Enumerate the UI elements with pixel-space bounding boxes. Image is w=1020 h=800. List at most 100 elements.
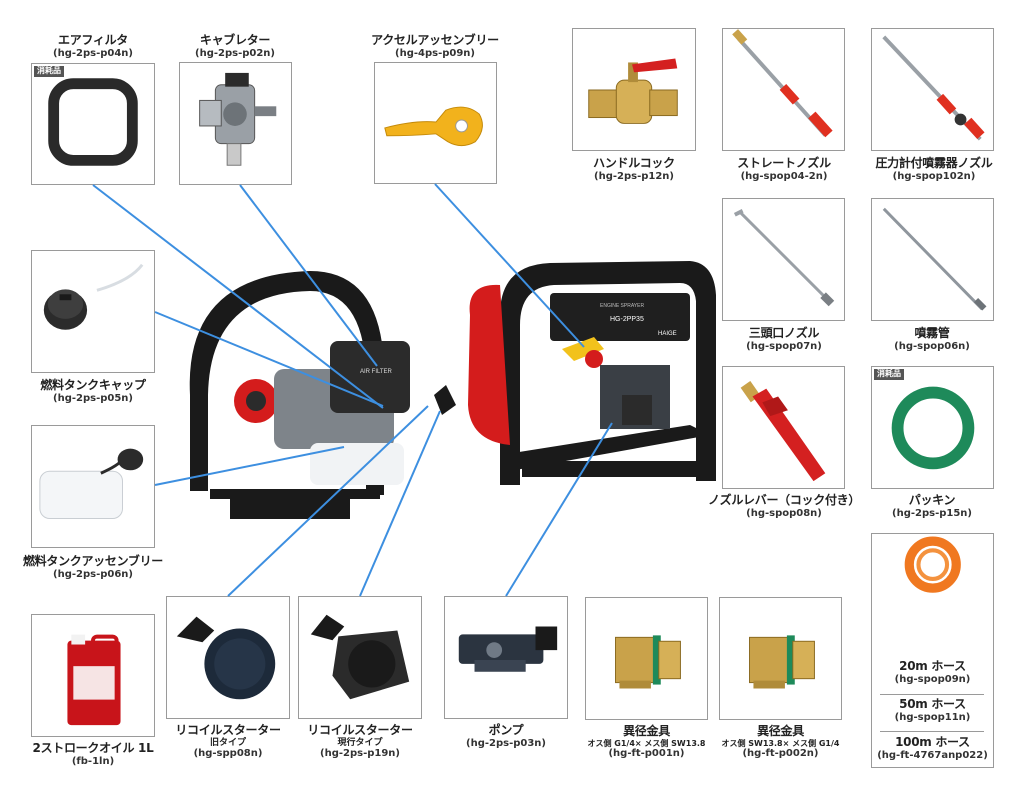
part-name: 三頭口ノズル [748, 326, 820, 340]
hose-name: 100m ホース [895, 735, 970, 749]
part-code: (hg-2ps-p12n) [594, 170, 674, 182]
part-code: (hg-spop08n) [746, 507, 822, 519]
pump-picture [458, 626, 558, 672]
fuel-tank-image[interactable] [31, 425, 155, 548]
part-name: ハンドルコック [593, 156, 675, 170]
part-name: ポンプ [488, 723, 524, 737]
label-adapter-1: 異径金具 オス側 G1/4× メス側 SW13.8 (hg-ft-p001n) [574, 724, 719, 759]
hose-code: (hg-ft-4767anp022) [877, 749, 988, 761]
part-name: 異径金具 [623, 724, 670, 738]
label-fuel-cap: 燃料タンクキャップ (hg-2ps-p05n) [21, 378, 165, 404]
part-name: 燃料タンクアッセンブリー [22, 554, 164, 568]
part-code: (hg-2ps-p15n) [892, 507, 972, 519]
adapter-2-picture [749, 635, 815, 689]
label-pump: ポンプ (hg-2ps-p03n) [436, 723, 576, 749]
air-filter-image[interactable]: 消耗品 [31, 63, 155, 185]
part-code: (fb-1ln) [71, 755, 115, 767]
label-three-nozzle: 三頭口ノズル (hg-spop07n) [714, 326, 854, 352]
label-packing: パッキン (hg-2ps-p15n) [862, 493, 1002, 519]
part-subtitle: 現行タイプ [337, 737, 383, 748]
hose-divider [880, 694, 984, 695]
engine-sprayer-illustration: AIR FILTER HG-2PP35 HAIGE ENGINE SPRAYER [189, 261, 716, 519]
part-name: リコイルスターター [307, 723, 413, 737]
hose-panel[interactable] [871, 533, 994, 768]
air-filter-picture [48, 78, 138, 166]
packing-picture [891, 386, 975, 470]
part-subtitle: オス側 G1/4× メス側 SW13.8 [587, 738, 706, 748]
accel-assembly-picture [384, 106, 483, 147]
machine-back-view: AIR FILTER [189, 271, 456, 519]
hose-code: (hg-spop09n) [894, 673, 971, 685]
part-name: リコイルスターター [175, 723, 281, 737]
part-code: (hg-2ps-p03n) [466, 737, 546, 749]
label-nozzle-lever: ノズルレバー（コック付き） (hg-spop08n) [700, 493, 868, 519]
part-name: ノズルレバー（コック付き） [707, 493, 861, 507]
label-accel: アクセルアッセンブリー (hg-4ps-p09n) [355, 33, 515, 59]
three-nozzle-picture [733, 209, 835, 307]
adapter-2-image[interactable] [719, 597, 842, 720]
recoil-old-picture [176, 616, 276, 700]
hose-picture [904, 536, 961, 593]
nozzle-lever-image[interactable] [722, 366, 845, 489]
part-name: パッキン [908, 493, 956, 507]
recoil-new-image[interactable] [298, 596, 422, 719]
accel-assembly-image[interactable] [374, 62, 497, 184]
consumable-badge: 消耗品 [34, 66, 64, 77]
part-code: (hg-ft-p002n) [742, 747, 819, 759]
part-name: 2ストロークオイル 1L [32, 741, 154, 755]
fuel-cap-image[interactable] [31, 250, 155, 373]
hose-code: (hg-spop11n) [894, 711, 971, 723]
consumable-badge: 消耗品 [874, 369, 904, 380]
part-name: 燃料タンクキャップ [40, 378, 146, 392]
model-text: HG-2PP35 [610, 316, 644, 323]
hose-name: 20m ホース [899, 659, 966, 673]
label-handle-cock: ハンドルコック (hg-2ps-p12n) [564, 156, 704, 182]
straight-nozzle-image[interactable] [722, 28, 845, 151]
part-name: 噴霧管 [914, 326, 950, 340]
part-name: 圧力計付噴霧器ノズル [875, 156, 993, 170]
nozzle-lever-picture [740, 380, 826, 482]
fuel-tank-picture [39, 448, 144, 519]
label-gauge-nozzle: 圧力計付噴霧器ノズル (hg-spop102n) [858, 156, 1010, 182]
hose-name: 50m ホース [899, 697, 966, 711]
carburetor-image[interactable] [179, 62, 292, 185]
label-hose-20m: 20m ホース (hg-spop09n) [871, 659, 994, 685]
part-name: 異径金具 [757, 724, 804, 738]
gauge-nozzle-picture [882, 35, 985, 141]
part-code: (hg-spop07n) [746, 340, 822, 352]
part-code: (hg-2ps-p19n) [320, 748, 400, 760]
part-name: エアフィルタ [58, 33, 128, 47]
carburetor-picture [199, 72, 277, 166]
part-code: (hg-spp08n) [193, 748, 263, 760]
side-text: ENGINE SPRAYER [600, 303, 644, 309]
part-name: ストレートノズル [737, 156, 831, 170]
part-code: (hg-4ps-p09n) [395, 47, 475, 59]
straight-nozzle-picture [732, 29, 833, 138]
part-subtitle: オス側 SW13.8× メス側 G1/4 [721, 738, 840, 748]
spray-pipe-picture [882, 207, 987, 311]
three-nozzle-image[interactable] [722, 198, 845, 321]
packing-image[interactable]: 消耗品 [871, 366, 994, 489]
oil-image[interactable] [31, 614, 155, 737]
adapter-1-image[interactable] [585, 597, 708, 720]
recoil-new-picture [310, 614, 410, 700]
part-code: (hg-2ps-p04n) [53, 47, 133, 59]
label-fuel-tank: 燃料タンクアッセンブリー (hg-2ps-p06n) [12, 554, 174, 580]
label-air-filter: エアフィルタ (hg-2ps-p04n) [31, 33, 155, 59]
spray-pipe-image[interactable] [871, 198, 994, 321]
handle-cock-image[interactable] [572, 28, 696, 151]
pump-image[interactable] [444, 596, 568, 719]
label-straight-nozzle: ストレートノズル (hg-spop04-2n) [714, 156, 854, 182]
hose-divider [880, 731, 984, 732]
label-spray-pipe: 噴霧管 (hg-spop06n) [862, 326, 1002, 352]
machine-front-view: HG-2PP35 HAIGE ENGINE SPRAYER [468, 261, 716, 485]
part-code: (hg-spop06n) [894, 340, 970, 352]
label-recoil-old: リコイルスターター 旧タイプ (hg-spp08n) [158, 723, 298, 760]
label-adapter-2: 異径金具 オス側 SW13.8× メス側 G1/4 (hg-ft-p002n) [708, 724, 853, 759]
fuel-cap-picture [43, 263, 144, 330]
part-code: (hg-ft-p001n) [608, 747, 685, 759]
handle-cock-picture [588, 58, 678, 124]
gauge-nozzle-image[interactable] [871, 28, 994, 151]
recoil-old-image[interactable] [166, 596, 290, 719]
part-name: アクセルアッセンブリー [371, 33, 499, 47]
